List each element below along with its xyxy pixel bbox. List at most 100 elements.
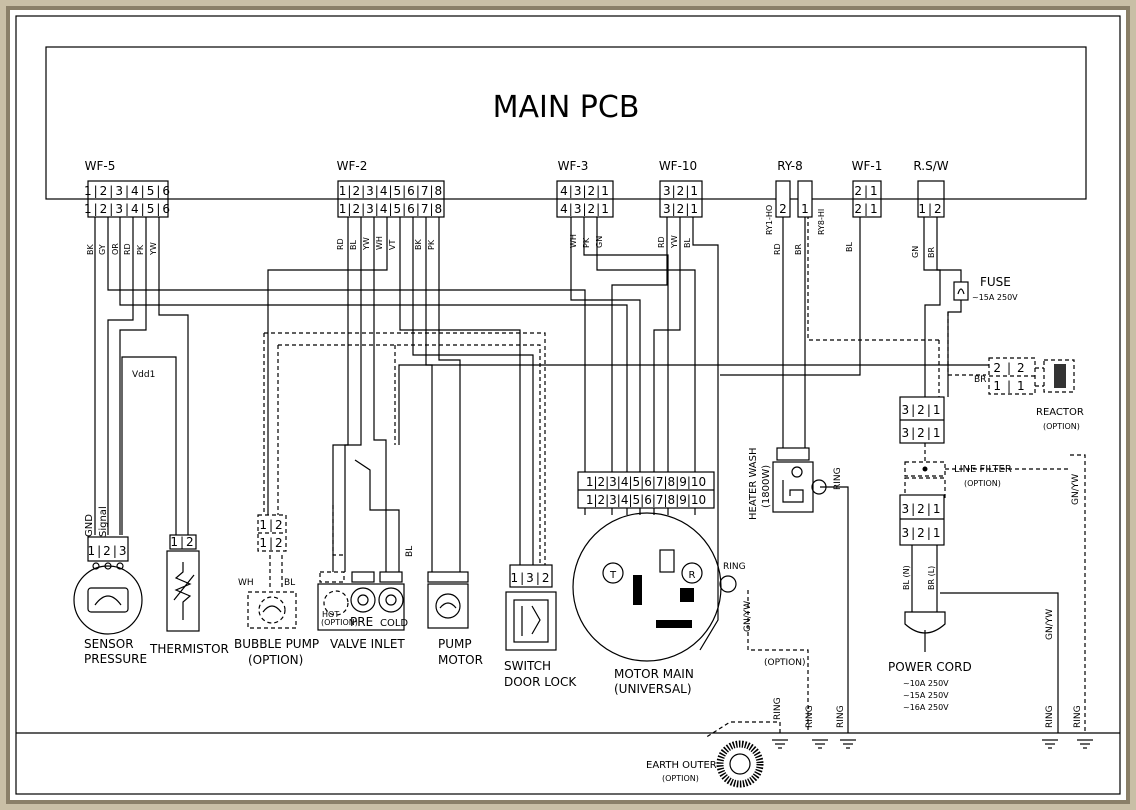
line-filter-pins-top: 3|2|1 xyxy=(902,502,943,516)
valve-bl-label: BL xyxy=(405,546,415,557)
rsw-label: R.S/W xyxy=(913,159,948,173)
ground-symbols: RING RING RING RING RING xyxy=(772,697,1093,749)
connector-wf10: WF-10 3|2|1 3|2|1 RD YW BL xyxy=(657,159,703,249)
ry8-wire-1: BR xyxy=(794,244,803,255)
power-rating-1: ~10A 250V xyxy=(903,679,949,688)
connector-wf2: WF-2 1|2|3|4|5|6|7|8 1|2|3|4|5|6|7|8 RD … xyxy=(336,159,445,251)
line-filter-label-1: LINE FILTER xyxy=(954,464,1012,475)
valve-hot-label: HOT xyxy=(322,610,339,619)
wf3-wire-2: GN xyxy=(595,236,604,248)
thermistor-pins: 1|2 xyxy=(170,535,195,549)
thermistor: 1|2 THERMISTOR xyxy=(149,534,229,656)
door-lock: 1|3|2 SWITCH DOOR LOCK xyxy=(504,564,577,689)
connector-wf3: WF-3 4|3|2|1 4|3|2|1 WH PK GN xyxy=(556,159,614,248)
valve-inlet: HOT (OPTION) PRE COLD BL VALVE INLET xyxy=(317,546,415,651)
ground-ring-1: RING xyxy=(773,697,783,720)
bubble-pins-bottom: 1|2 xyxy=(259,536,284,550)
fuse-rating: ~15A 250V xyxy=(972,293,1018,302)
reactor-pins-bottom: 1|1 xyxy=(993,379,1030,393)
wf5-pins-top: 1|2|3|4|5|6 xyxy=(84,184,172,198)
pump-label-2: MOTOR xyxy=(438,653,483,667)
heater-label-1: HEATER WASH xyxy=(748,447,759,520)
ry8-pin-b: 1 xyxy=(801,202,809,216)
wf2-label: WF-2 xyxy=(337,159,368,173)
reactor-br: BR xyxy=(974,375,986,385)
line-filter-gnyw: GN/YW xyxy=(1071,474,1081,505)
sensor-pins: 1|2|3 xyxy=(88,544,129,558)
power-rating-2: ~15A 250V xyxy=(903,691,949,700)
earth-label-1: EARTH OUTER xyxy=(646,760,717,771)
motor-pins-top: 1|2|3|4|5|6|7|8|9|10 xyxy=(586,475,706,489)
fuse-label: FUSE xyxy=(980,275,1011,289)
relay-block: 3|2|1 3|2|1 xyxy=(899,396,945,444)
line-filter: LINE FILTER (OPTION) 3|2|1 3|2|1 GN/YW xyxy=(899,461,1081,546)
connector-wf1: WF-1 2|1 2|1 BL xyxy=(845,159,882,252)
connector-wf5: WF-5 1|2|3|4|5|6 1|2|3|4|5|6 BK GY OR RD… xyxy=(84,159,172,256)
line-filter-pins-bottom: 3|2|1 xyxy=(902,526,943,540)
power-rating-3: ~16A 250V xyxy=(903,703,949,712)
wf2-wire-6: PK xyxy=(427,239,436,250)
wf3-label: WF-3 xyxy=(558,159,589,173)
wf2-wire-2: YW xyxy=(362,237,371,251)
wf2-wire-4: VT xyxy=(388,240,397,250)
reactor-label-2: (OPTION) xyxy=(1043,422,1080,431)
ground-ring-3: RING xyxy=(836,705,846,728)
relay-pins-top: 3|2|1 xyxy=(902,403,943,417)
wf5-wire-2: OR xyxy=(111,243,120,255)
wf3-pins-bottom: 4|3|2|1 xyxy=(560,202,610,216)
valve-hot-option: (OPTION) xyxy=(321,618,358,627)
bubble-pump: 1|2 1|2 WH BL BUBBLE PUMP (OPTION) xyxy=(234,514,319,667)
rsw-wire-0: GN xyxy=(911,246,920,258)
wf10-wire-0: RD xyxy=(657,236,666,248)
wf1-label: WF-1 xyxy=(852,159,883,173)
sensor-signal-label: Signal xyxy=(98,506,109,537)
wf2-wire-3: WH xyxy=(375,236,384,250)
motor-pins-bottom: 1|2|3|4|5|6|7|8|9|10 xyxy=(586,493,706,507)
power-bln-label: BL (N) xyxy=(902,565,911,590)
motor-t-label: T xyxy=(609,570,617,581)
rsw-pins: 1|2 xyxy=(918,202,943,216)
doorlock-pins: 1|3|2 xyxy=(511,571,552,585)
bubble-label-2: (OPTION) xyxy=(248,653,303,667)
ry8-pin-a: 2 xyxy=(779,202,787,216)
wf5-wire-5: YW xyxy=(149,242,158,256)
wf5-wire-0: BK xyxy=(86,244,95,255)
heater-wash: HEATER WASH (1800W) RING xyxy=(748,447,843,520)
power-cord: BL (N) BR (L) GN/YW POWER CORD ~10A 250V… xyxy=(888,565,1055,712)
pump-motor: PUMP MOTOR xyxy=(427,571,483,667)
ground-ring-4: RING xyxy=(1045,705,1055,728)
heater-label-2: (1800W) xyxy=(761,465,772,508)
wf3-wire-1: PK xyxy=(582,237,591,248)
earth-outer: EARTH OUTER (OPTION) xyxy=(646,740,764,788)
wf5-wire-4: PK xyxy=(136,244,145,255)
connector-rsw: R.S/W 1|2 GN BR xyxy=(911,159,949,258)
valve-pre-label: PRE xyxy=(350,615,373,629)
reactor-pins-top: 2|2 xyxy=(993,361,1030,375)
wf2-wire-0: RD xyxy=(336,238,345,250)
motor-option-label: (OPTION) xyxy=(764,658,806,668)
wf5-wire-1: GY xyxy=(98,244,107,255)
wf1-pins-top: 2|1 xyxy=(854,184,879,198)
ry8-side-b: RY8-HI xyxy=(817,209,826,235)
wf10-wire-1: YW xyxy=(670,235,679,249)
diagram-border xyxy=(15,15,1121,795)
line-filter-label-2: (OPTION) xyxy=(964,479,1001,488)
doorlock-label-2: DOOR LOCK xyxy=(504,675,577,689)
wf10-pins-bottom: 3|2|1 xyxy=(663,202,699,216)
ground-ring-5: RING xyxy=(1073,705,1083,728)
motor-label-1: MOTOR MAIN xyxy=(614,667,694,681)
ry8-label: RY-8 xyxy=(777,159,802,173)
thermistor-label: THERMISTOR xyxy=(149,642,229,656)
wf10-label: WF-10 xyxy=(659,159,697,173)
motor-gnyw-label: GN/YW xyxy=(743,601,753,632)
connector-ry8: RY-8 2 1 RY1-HO RY8-HI RD BR xyxy=(765,159,826,255)
wf5-pins-bottom: 1|2|3|4|5|6 xyxy=(84,202,172,216)
bubble-bl-label: BL xyxy=(284,578,295,588)
bubble-wh-label: WH xyxy=(238,578,254,588)
power-brl-label: BR (L) xyxy=(927,566,936,590)
rsw-wire-1: BR xyxy=(927,247,936,258)
motor-label-2: (UNIVERSAL) xyxy=(614,682,692,696)
pump-label-1: PUMP xyxy=(438,637,472,651)
motor-main: 1|2|3|4|5|6|7|8|9|10 1|2|3|4|5|6|7|8|9|1… xyxy=(572,471,806,696)
